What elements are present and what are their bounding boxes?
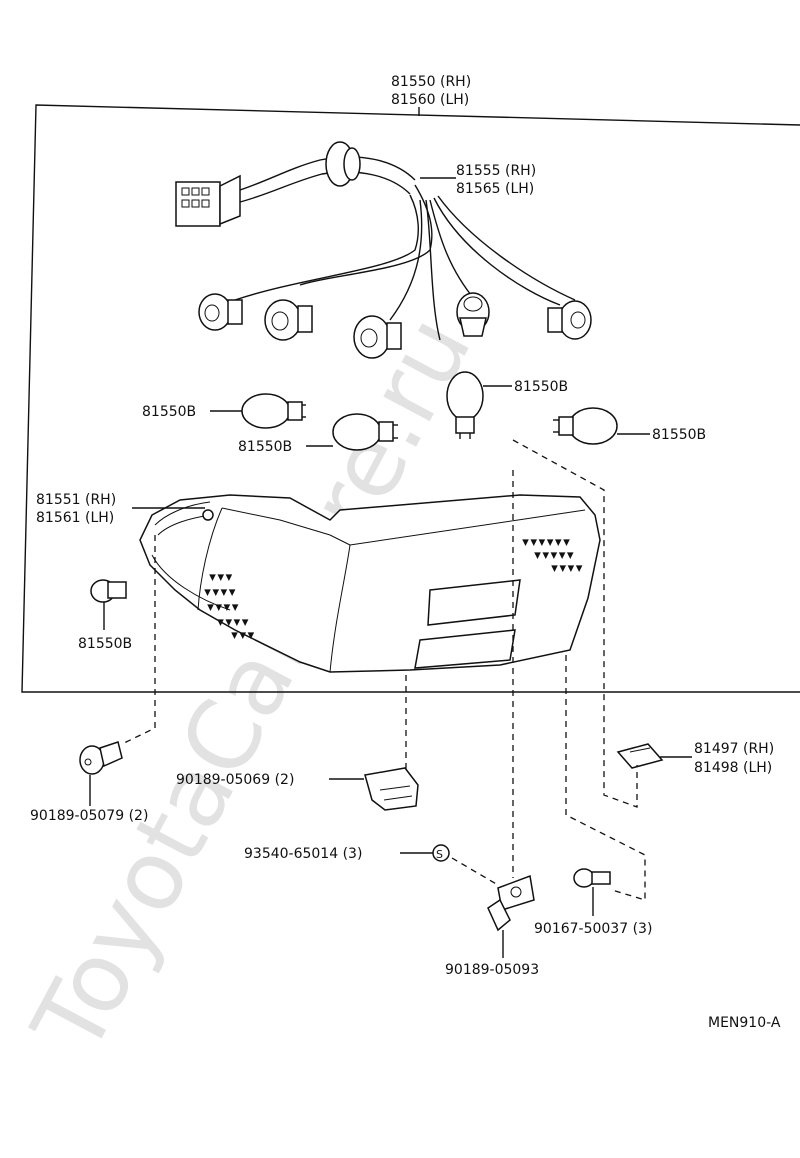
bulb [332,413,398,451]
label-lens-lh: 81561 (LH) [36,510,114,526]
svg-text:▾ ▾ ▾ ▾: ▾ ▾ ▾ ▾ [218,617,248,628]
lamp-lens: ▾ ▾ ▾ ▾ ▾ ▾ ▾ ▾ ▾ ▾ ▾ ▾ ▾ ▾ ▾ ▾ ▾ ▾ ▾ ▾ … [139,494,601,673]
label-bracket-lh: 81498 (LH) [694,760,772,776]
svg-text:▾ ▾ ▾: ▾ ▾ ▾ [232,630,253,641]
clip-90189-05069 [364,767,419,811]
bulb-socket [456,292,490,337]
label-clip-90189-05069: 90189-05069 (2) [176,772,294,788]
clip-90189-05093 [487,874,535,932]
label-bulb-d: 81550B [652,427,706,443]
bulb-socket [547,300,592,340]
bulb [241,393,306,429]
label-wiring-rh: 81555 (RH) [456,163,536,179]
svg-text:S: S [436,848,443,861]
label-lens-rh: 81551 (RH) [36,492,116,508]
label-bulb-e: 81550B [78,636,132,652]
bulb [553,407,618,445]
label-assembly-lh: 81560 (LH) [391,92,469,108]
bulb [446,371,484,439]
svg-text:▾ ▾ ▾ ▾: ▾ ▾ ▾ ▾ [208,602,238,613]
svg-text:▾ ▾ ▾ ▾: ▾ ▾ ▾ ▾ [552,563,582,574]
svg-text:▾ ▾ ▾ ▾: ▾ ▾ ▾ ▾ [205,587,235,598]
svg-text:▾ ▾ ▾ ▾ ▾: ▾ ▾ ▾ ▾ ▾ [535,550,573,561]
bulb-socket [264,299,313,341]
svg-text:▾ ▾ ▾: ▾ ▾ ▾ [210,572,231,583]
bulb-socket [353,315,402,359]
clip-90189-05079 [79,741,123,775]
bulb-socket [198,293,243,331]
bracket-81497 [616,743,664,769]
label-wiring-lh: 81565 (LH) [456,181,534,197]
label-bulb-b: 81550B [238,439,292,455]
svg-text:▾ ▾ ▾ ▾ ▾ ▾: ▾ ▾ ▾ ▾ ▾ ▾ [523,537,569,548]
bulb [90,579,127,603]
label-screw-90167: 90167-50037 (3) [534,921,652,937]
label-bulb-c: 81550B [514,379,568,395]
label-nut-93540: 93540-65014 (3) [244,846,362,862]
screw-90167 [573,868,611,888]
label-bracket-rh: 81497 (RH) [694,741,774,757]
label-assembly-rh: 81550 (RH) [391,74,471,90]
label-bulb-a: 81550B [142,404,196,420]
assembly-frame [21,104,800,693]
wiring-harness [175,141,592,359]
diagram-code: MEN910-A [708,1015,781,1031]
label-clip-90189-05079: 90189-05079 (2) [30,808,148,824]
label-clip-90189-05093: 90189-05093 [445,962,539,978]
nut-93540: S [432,844,450,862]
